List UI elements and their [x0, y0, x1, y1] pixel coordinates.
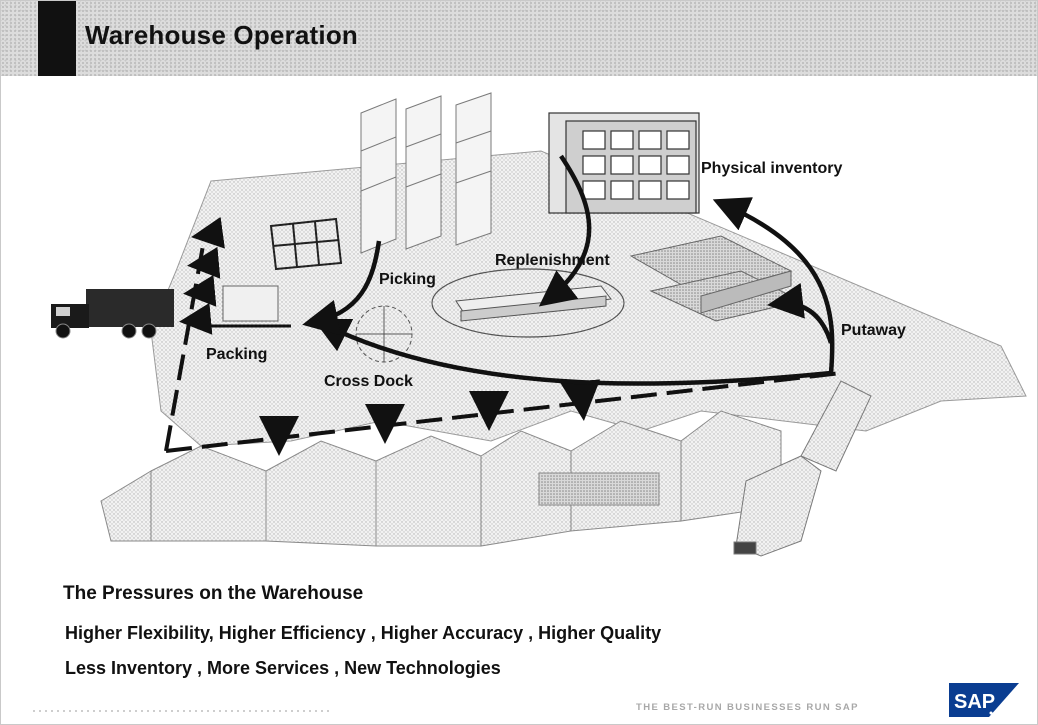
dock-buildings: [100, 410, 782, 547]
label-picking: Picking: [379, 271, 436, 288]
pressures-line-2: Less Inventory , More Services , New Tec…: [65, 658, 501, 678]
footer-tagline: THE BEST-RUN BUSINESSES RUN SAP: [636, 702, 859, 713]
process-arrows: [302, 154, 835, 386]
header-accent-block: [38, 1, 76, 76]
pressures-heading: The Pressures on the Warehouse: [63, 583, 364, 604]
dock-arrows: [259, 379, 601, 456]
pressures-line-1: Higher Flexibility, Higher Efficiency , …: [65, 623, 662, 643]
label-putaway: Putaway: [841, 322, 906, 339]
header-bar: Warehouse Operation: [1, 1, 1037, 76]
label-cross-dock: Cross Dock: [324, 373, 413, 390]
label-physical-inventory: Physical inventory: [701, 160, 842, 177]
label-packing: Packing: [206, 346, 267, 363]
label-replenishment: Replenishment: [495, 252, 610, 269]
packing-stations: [211, 285, 291, 328]
sap-logo: SAP: [949, 683, 1019, 717]
picking-zone: [431, 268, 625, 338]
page-title: Warehouse Operation: [85, 20, 358, 50]
inbound-truck: [733, 380, 872, 557]
warehouse-illustration: Physical inventory Replenishment Picking…: [51, 92, 1027, 557]
outbound-arrows: [179, 216, 225, 335]
staging-grid: [269, 217, 343, 271]
sap-logo-text: SAP: [954, 691, 995, 713]
footer-dots: [31, 708, 331, 714]
cross-dock-area: [355, 305, 413, 363]
pallet-storage: [629, 235, 803, 322]
outbound-truck: [51, 289, 174, 339]
high-bay-racks: [548, 112, 700, 214]
storage-racks: [360, 92, 492, 254]
